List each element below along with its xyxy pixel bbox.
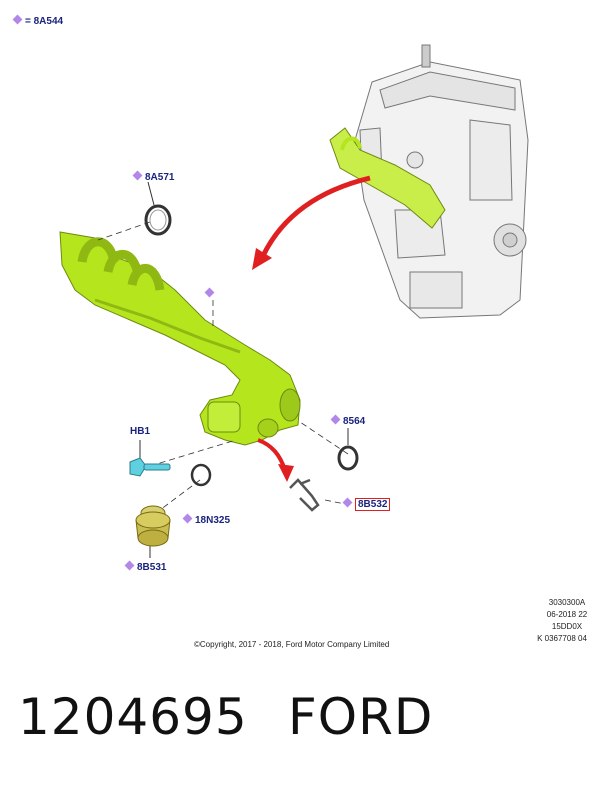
callout-8564: 8564 [330, 414, 366, 427]
legend: = 8A544 [12, 14, 64, 27]
o-ring-18N325 [190, 463, 212, 487]
diamond-marker-icon [12, 14, 23, 25]
callout-text: 8A571 [145, 172, 175, 183]
brand-name: FORD [288, 688, 434, 746]
gasket-8A571 [144, 204, 172, 236]
callout-8A571: 8A571 [132, 170, 175, 183]
drawing-code-4: K 0367708 04 [537, 634, 587, 643]
copyright-text: ©Copyright, 2017 - 2018, Ford Motor Comp… [194, 640, 390, 649]
diamond-marker-icon [342, 497, 353, 508]
part-number: 1204695 [18, 688, 248, 746]
diamond-marker-icon [182, 513, 193, 524]
callout-text-highlighted: 8B532 [355, 498, 391, 511]
gasket-8564 [337, 445, 359, 471]
red-small-arrow [257, 438, 294, 482]
diamond-marker-icon [330, 414, 341, 425]
drawing-code-1: 3030300A [548, 598, 586, 607]
legend-label: = 8A544 [25, 16, 64, 27]
callout-unlabeled [204, 287, 217, 300]
leader-lines [97, 221, 349, 511]
callout-18N325: 18N325 [182, 513, 231, 526]
callout-text: 8B531 [137, 562, 167, 573]
drawing-code-3: 15DD0X [551, 622, 583, 631]
drawing-code-2: 06-2018 22 [546, 610, 588, 619]
water-outlet-pipe [59, 231, 301, 446]
callout-text: HB1 [130, 426, 151, 437]
callout-text: 18N325 [195, 515, 231, 526]
callout-HB1: HB1 [130, 426, 150, 437]
engine-assembly [354, 44, 529, 319]
diamond-marker-icon [124, 560, 135, 571]
callout-8B531: 8B531 [124, 560, 167, 573]
diamond-marker-icon [204, 287, 215, 298]
callout-text: 8564 [343, 416, 366, 427]
bolt-HB1 [129, 457, 171, 477]
red-pointer-arrow [252, 175, 371, 270]
clip-8B532 [289, 478, 320, 512]
diamond-marker-icon [132, 170, 143, 181]
thermostat-8B531 [135, 505, 171, 547]
callout-8B532: 8B532 [342, 497, 391, 511]
